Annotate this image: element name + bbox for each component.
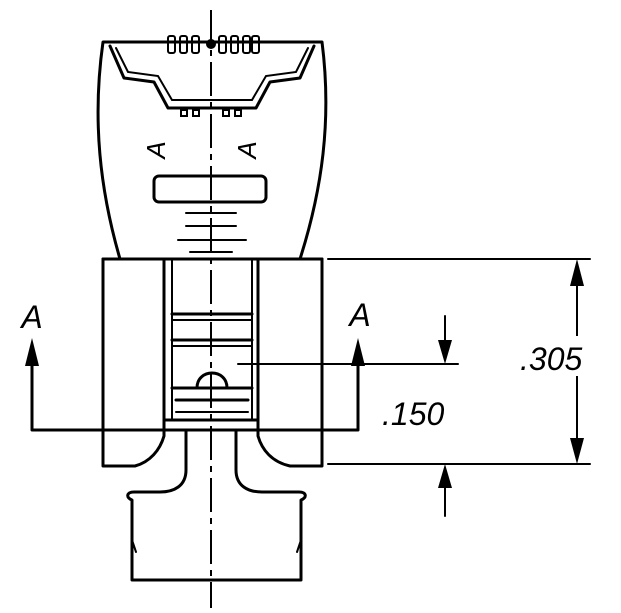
top-slots — [167, 35, 260, 54]
funnel-bottom-marks — [180, 109, 242, 117]
dim-label-305: .305 — [520, 341, 582, 377]
receptacle-body — [101, 257, 324, 468]
section-label-right: A — [347, 297, 370, 333]
window-slot — [152, 174, 268, 204]
section-line: A A — [19, 297, 371, 432]
dimple — [195, 371, 229, 390]
stamped-letter-right: A — [232, 141, 262, 160]
centre-ticks — [177, 212, 247, 253]
section-label-left: A — [19, 299, 42, 335]
stamped-letters: A A — [141, 141, 262, 160]
dim-label-150: .150 — [382, 396, 444, 432]
arrow-head-left — [25, 338, 39, 366]
dimension-305: .305 — [327, 258, 621, 465]
tab — [126, 428, 307, 582]
dimension-150: .150 — [237, 315, 459, 517]
arrow-head-right — [351, 338, 365, 366]
stamped-letter-left: A — [141, 141, 171, 160]
